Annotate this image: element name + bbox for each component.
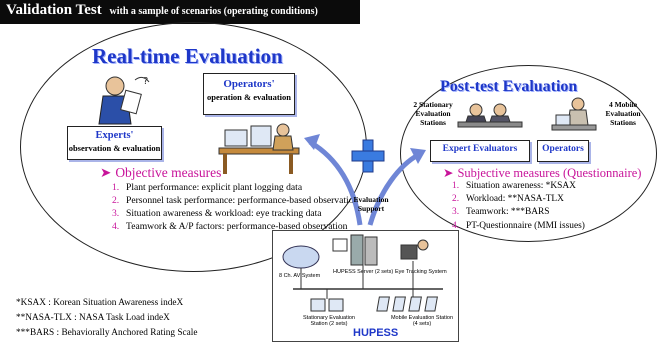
- item-number: 4.: [452, 220, 460, 231]
- expert-illustration: ?: [98, 76, 150, 125]
- item-number: 2.: [112, 195, 120, 206]
- operator-desk-illustration: [218, 123, 300, 174]
- list-item: 1. Plant performance: explicit plant logg…: [112, 181, 358, 194]
- item-number: 3.: [452, 207, 460, 218]
- chevron-right-icon: ➤: [443, 166, 454, 180]
- operators-posttest-box: Operators: [537, 140, 589, 162]
- hupess-panel: 8 Ch. AV System HUPESS Server (2 sets) E…: [272, 230, 459, 342]
- item-number: 2.: [452, 194, 460, 205]
- svg-text:?: ?: [143, 76, 148, 87]
- server-label: HUPESS Server (2 sets): [333, 269, 394, 275]
- objective-measures-label: Objective measures: [115, 165, 222, 180]
- list-item: 1. Situation awareness: *KSAX: [452, 180, 585, 193]
- objective-measures-heading: ➤Objective measures: [100, 165, 221, 181]
- experts-box-sub: observation & evaluation: [68, 143, 161, 153]
- banner-title: Validation Test: [6, 2, 102, 18]
- item-text: Plant performance: explicit plant loggin…: [126, 182, 303, 193]
- list-item: 3. Teamwork: ***BARS: [452, 206, 585, 219]
- experts-box: Experts' observation & evaluation: [67, 126, 162, 160]
- list-item: 4. PT-Questionnaire (MMI issues): [452, 220, 585, 233]
- item-text: Workload: **NASA-TLX: [466, 194, 564, 205]
- realtime-title: Real-time Evaluation: [92, 44, 283, 68]
- av-system-label: 8 Ch. AV System: [279, 273, 321, 279]
- list-item: 3. Situation awareness & workload: eye tr…: [112, 207, 358, 220]
- subjective-measures-heading: ➤Subjective measures (Questionnaire): [443, 165, 641, 181]
- legend-bars: ***BARS : Behaviorally Anchored Rating S…: [16, 328, 198, 338]
- expert-evaluators-box: Expert Evaluators: [430, 140, 530, 162]
- objective-measures-list: 1. Plant performance: explicit plant logg…: [112, 181, 358, 233]
- arrow-head-right-icon: [410, 148, 426, 164]
- item-text: Situation awareness: *KSAX: [466, 181, 576, 191]
- mobile-stations-label: 4 Mobile Evaluation Stations: [605, 100, 641, 127]
- banner-title-line: Validation Test with a sample of scenari…: [6, 2, 318, 19]
- item-number: 1.: [452, 181, 460, 191]
- mobile-station-label: Mobile Evaluation Station (4 sets): [390, 315, 454, 327]
- posttest-title: Post-test Evaluation: [440, 78, 578, 95]
- operator-laptop-illustration: [551, 97, 597, 131]
- chevron-right-icon: ➤: [100, 165, 112, 180]
- operators-box: Operators' operation & evaluation: [203, 73, 295, 115]
- list-item: 2. Workload: **NASA-TLX: [452, 193, 585, 206]
- title-banner: Validation Test with a sample of scenari…: [0, 0, 360, 24]
- stationary-station-label: Stationary Evaluation Station (2 sets): [303, 315, 355, 327]
- support-arrows: [304, 134, 426, 226]
- evaluators-illustration: [457, 103, 523, 128]
- operators-box-title: Operators': [223, 78, 275, 90]
- item-text: Personnel task performance: performance-…: [126, 195, 359, 206]
- item-text: Teamwork: ***BARS: [466, 207, 550, 218]
- item-number: 4.: [112, 221, 120, 232]
- item-text: Teamwork & A/P factors: performance-base…: [126, 221, 348, 232]
- arrow-head-left-icon: [304, 134, 320, 150]
- hupess-logo: HUPESS: [353, 327, 399, 339]
- eye-tracking-label: Eye Tracking System: [395, 269, 447, 275]
- item-text: PT-Questionnaire (MMI issues): [466, 220, 585, 231]
- list-item: 4. Teamwork & A/P factors: performance-ba…: [112, 220, 358, 233]
- item-text: Situation awareness & workload: eye trac…: [126, 208, 322, 219]
- legend-nasa-tlx: **NASA-TLX : NASA Task Load indeX: [16, 313, 170, 323]
- experts-box-title: Experts': [95, 130, 134, 141]
- legend-ksax: *KSAX : Korean Situation Awareness indeX: [16, 298, 184, 308]
- plus-icon: [351, 139, 385, 173]
- subjective-measures-list: 1. Situation awareness: *KSAX 2. Workload:…: [452, 180, 585, 233]
- operators-box-sub: operation & evaluation: [206, 92, 292, 102]
- item-number: 1.: [112, 182, 120, 193]
- hupess-network-diagram: [282, 234, 443, 312]
- banner-subtitle: with a sample of scenarios (operating co…: [109, 6, 318, 17]
- item-number: 3.: [112, 208, 120, 219]
- list-item: 2. Personnel task performance: performanc…: [112, 194, 358, 207]
- evaluation-support-label: Evaluation Support: [353, 195, 389, 213]
- stationary-stations-label: 2 Stationary Evaluation Stations: [413, 100, 453, 127]
- subjective-measures-label: Subjective measures (Questionnaire): [457, 166, 642, 180]
